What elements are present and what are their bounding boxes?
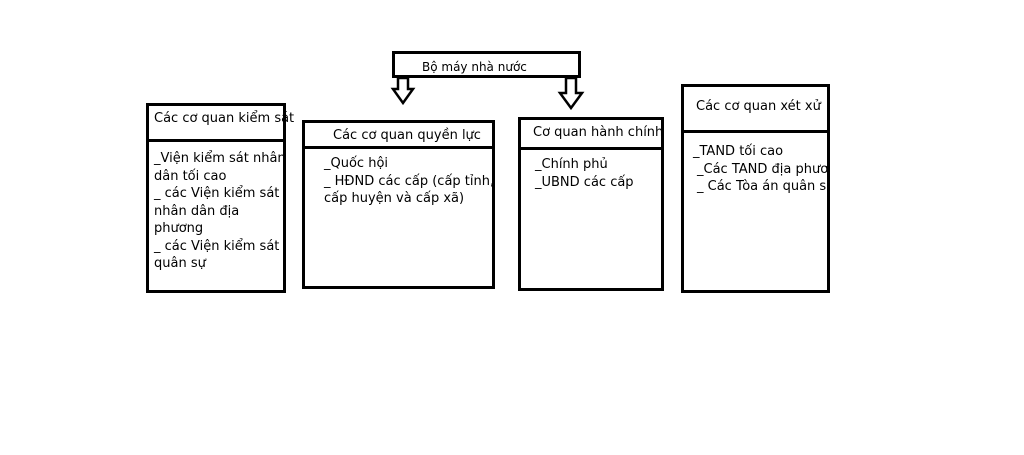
box-xet-xu: Các cơ quan xét xử _TAND tối cao _Các TA… — [681, 84, 830, 293]
list-item: nhân dân địa — [154, 203, 240, 219]
list-item: _TAND tối cao — [693, 144, 784, 159]
box-kiem-sat: Các cơ quan kiểm sát _Viện kiểm sát nhân… — [146, 103, 294, 293]
list-item: dân tối cao — [154, 168, 227, 184]
box-kiem-sat-body: _Viện kiểm sát nhân dân tối cao _ các Vi… — [149, 142, 286, 273]
arrow-to-hanh-chinh — [557, 76, 585, 111]
list-item: _ HĐND các cấp (cấp tỉnh, — [324, 173, 495, 189]
box-quyen-luc-title: Các cơ quan quyền lực — [305, 123, 492, 149]
list-item: phương — [154, 221, 204, 236]
box-xet-xu-title: Các cơ quan xét xử — [684, 87, 827, 133]
list-item: _ các Viện kiểm sát — [154, 238, 280, 254]
box-hanh-chinh: Cơ quan hành chính _Chính phủ _UBND các … — [518, 117, 664, 291]
list-item: _Quốc hội — [324, 156, 389, 171]
list-item: _Viện kiểm sát nhân — [154, 151, 286, 166]
list-item: _UBND các cấp — [535, 174, 634, 190]
box-hanh-chinh-title: Cơ quan hành chính — [521, 120, 663, 150]
box-xet-xu-body: _TAND tối cao _Các TAND địa phương _ Các… — [684, 133, 827, 196]
box-hanh-chinh-body: _Chính phủ _UBND các cấp — [521, 150, 661, 191]
box-quyen-luc: Các cơ quan quyền lực _Quốc hội _ HĐND c… — [302, 120, 495, 289]
box-kiem-sat-title: Các cơ quan kiểm sát — [149, 106, 294, 142]
root-node: Bộ máy nhà nước — [392, 51, 581, 78]
arrow-to-quyen-luc — [390, 76, 416, 106]
root-label: Bộ máy nhà nước — [422, 60, 527, 74]
list-item: quân sự — [154, 256, 206, 271]
box-quyen-luc-body: _Quốc hội _ HĐND các cấp (cấp tỉnh, cấp … — [305, 149, 495, 208]
list-item: _ các Viện kiểm sát — [154, 186, 280, 201]
list-item: _Chính phủ — [535, 157, 608, 172]
list-item: _Các TAND địa phương — [697, 161, 827, 177]
list-item: cấp huyện và cấp xã) — [324, 191, 465, 206]
list-item: _ Các Tòa án quân sự. — [697, 179, 827, 194]
